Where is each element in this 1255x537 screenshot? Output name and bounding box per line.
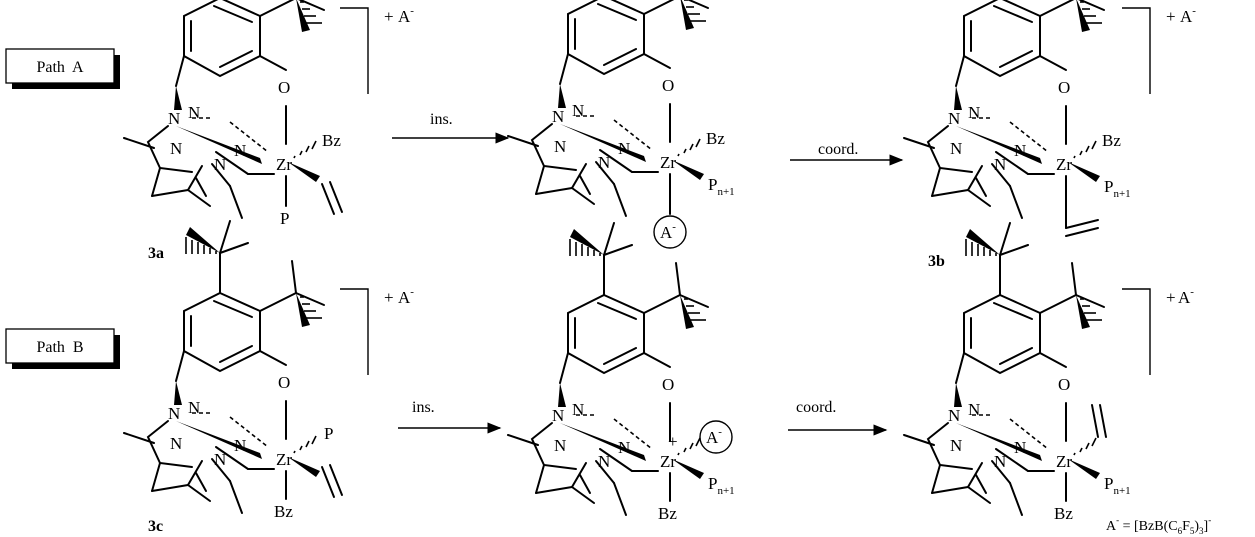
svg-text:Zr: Zr (1056, 452, 1072, 471)
svg-text:Pn+1: Pn+1 (708, 175, 735, 198)
svg-text:Bz: Bz (1054, 504, 1073, 523)
svg-text:Zr: Zr (276, 450, 292, 469)
svg-text:N: N (968, 400, 980, 419)
svg-text:Zr: Zr (660, 153, 676, 172)
svg-text:N: N (598, 452, 610, 471)
svg-text:+: + (384, 7, 394, 26)
svg-text:N: N (994, 155, 1006, 174)
svg-text:A-: A- (706, 426, 722, 447)
svg-text:Bz: Bz (706, 129, 725, 148)
svg-text:ins.: ins. (412, 399, 435, 416)
path-b-box: Path B (5, 328, 120, 369)
svg-text:+: + (1166, 7, 1176, 26)
arrow-b2: coord. (788, 399, 888, 436)
anion-footnote: A- = [BzB(C6F5)3]- (1106, 515, 1211, 536)
svg-text:O: O (278, 373, 290, 392)
svg-text:Zr: Zr (660, 452, 676, 471)
compound-3b: + A- O Zr N N N N N Bz Pn+1 3b (903, 0, 1196, 270)
svg-text:Pn+1: Pn+1 (1104, 474, 1131, 497)
svg-text:A-: A- (1180, 5, 1196, 26)
svg-text:N: N (552, 107, 564, 126)
svg-text:N: N (554, 436, 566, 455)
svg-text:N: N (948, 406, 960, 425)
svg-text:+: + (384, 288, 394, 307)
arrow-a2: coord. (790, 141, 904, 166)
svg-text:+: + (1166, 288, 1176, 307)
svg-text:N: N (1014, 438, 1026, 457)
svg-text:Zr: Zr (1056, 155, 1072, 174)
svg-text:Bz: Bz (658, 504, 677, 523)
svg-text:Bz: Bz (274, 502, 293, 521)
svg-text:N: N (950, 436, 962, 455)
svg-text:N: N (168, 109, 180, 128)
path-b-label: Path B (36, 339, 83, 356)
compound-label-3a: 3a (148, 245, 164, 262)
svg-text:N: N (618, 139, 630, 158)
svg-text:N: N (168, 404, 180, 423)
svg-text:A-: A- (398, 5, 414, 26)
arrow-a1: ins. (392, 111, 510, 144)
svg-text:coord.: coord. (818, 141, 858, 158)
svg-text:N: N (170, 434, 182, 453)
oxygen-atom: O (278, 78, 290, 97)
svg-text:N: N (188, 398, 200, 417)
svg-text:Bz: Bz (322, 131, 341, 150)
svg-text:O: O (662, 375, 674, 394)
compound-3a: + A- O Zr N N N N N Bz P 3a (123, 0, 414, 262)
svg-text:N: N (552, 406, 564, 425)
svg-text:N: N (214, 450, 226, 469)
svg-text:N: N (1014, 141, 1026, 160)
intermediate-b: O Zr + N N N N N A- Pn+1 Bz (507, 222, 735, 523)
svg-text:N: N (188, 103, 200, 122)
svg-text:N: N (950, 139, 962, 158)
svg-text:Pn+1: Pn+1 (708, 474, 735, 497)
svg-text:A-: A- (660, 221, 676, 242)
svg-text:N: N (598, 153, 610, 172)
svg-text:N: N (968, 103, 980, 122)
svg-text:N: N (994, 452, 1006, 471)
product-b: + A- O Zr N N N N N Pn+1 Bz (903, 222, 1194, 523)
path-a-box: Path A (5, 48, 120, 89)
svg-text:N: N (170, 139, 182, 158)
svg-text:P: P (324, 424, 333, 443)
svg-text:O: O (662, 76, 674, 95)
svg-text:N: N (948, 109, 960, 128)
svg-text:N: N (554, 137, 566, 156)
compound-3c: + A- O Zr N N N N N P Bz 3c (123, 220, 414, 535)
svg-text:N: N (234, 436, 246, 455)
compound-label-3b: 3b (928, 253, 945, 270)
svg-text:O: O (1058, 375, 1070, 394)
anion-circle (699, 420, 733, 454)
svg-text:A-: A- (398, 286, 414, 307)
svg-text:P: P (280, 209, 289, 228)
svg-text:N: N (572, 400, 584, 419)
svg-text:Bz: Bz (1102, 131, 1121, 150)
anion-circle (653, 215, 687, 249)
path-a-label: Path A (36, 59, 84, 76)
svg-text:Pn+1: Pn+1 (1104, 177, 1131, 200)
compound-label-3c: 3c (148, 518, 163, 535)
svg-text:ins.: ins. (430, 111, 453, 128)
svg-text:O: O (1058, 78, 1070, 97)
svg-text:N: N (234, 141, 246, 160)
svg-text:+: + (668, 432, 678, 451)
svg-text:N: N (618, 438, 630, 457)
svg-text:N: N (214, 155, 226, 174)
svg-text:A-: A- (1178, 286, 1194, 307)
zirconium-atom: Zr (276, 155, 292, 174)
svg-text:coord.: coord. (796, 399, 836, 416)
svg-text:N: N (572, 101, 584, 120)
intermediate-a: O Zr N N N N N Bz Pn+1 A- (507, 0, 735, 249)
arrow-b1: ins. (398, 399, 502, 434)
